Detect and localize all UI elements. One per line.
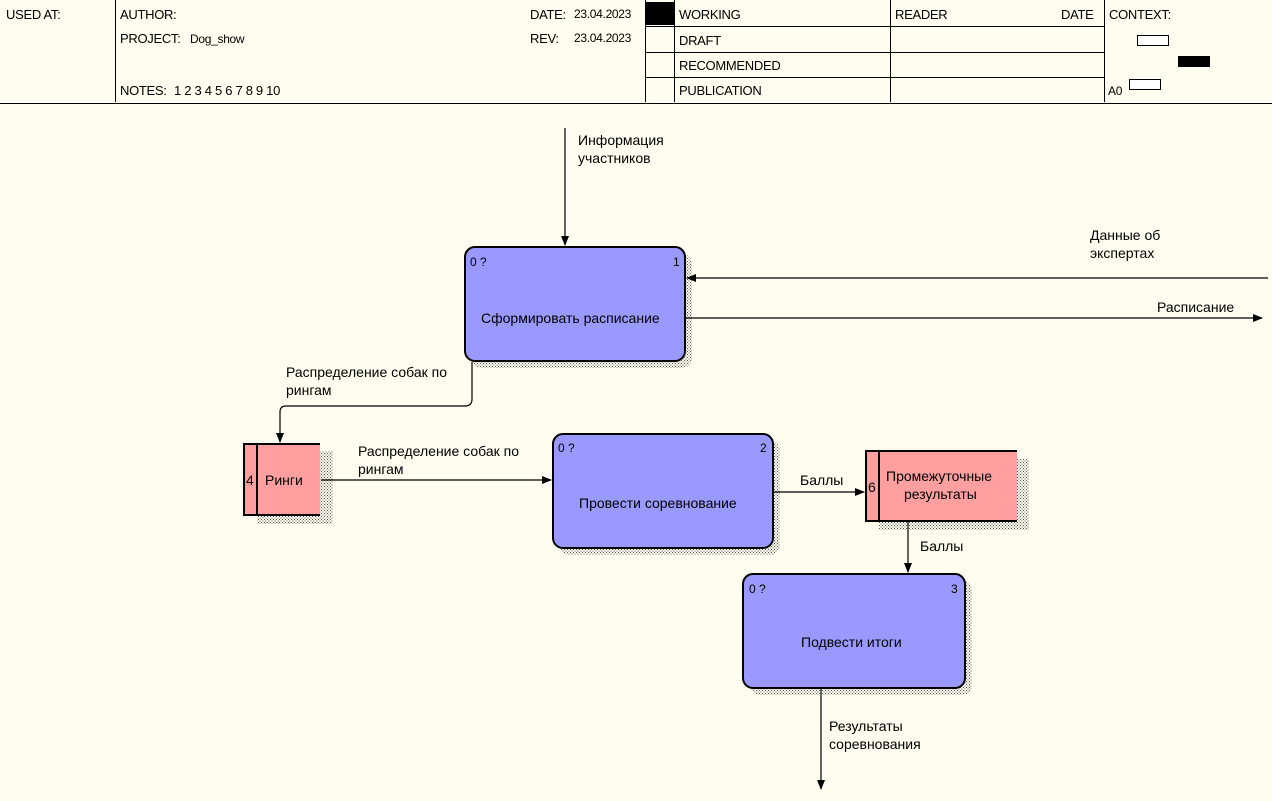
status-cell: WORKING DRAFT RECOMMENDED PUBLICATION [675, 0, 891, 102]
status-publication: PUBLICATION [679, 83, 762, 98]
notes-label: NOTES: [120, 83, 167, 98]
context-current-node [1178, 56, 1210, 67]
status-marker-cell [646, 0, 675, 102]
store-box [865, 450, 1017, 522]
arrow-label-distribution-1: рингам [286, 382, 332, 398]
arrow-label-distribution-1: Распределение собак по [286, 364, 447, 380]
arrow-label-experts: экспертах [1090, 245, 1154, 261]
activity-corner: 0 ? [749, 582, 766, 596]
arrow-label-scores-2: Баллы [920, 538, 963, 554]
arrow-label-distribution-2: Распределение собак по [358, 443, 519, 459]
activity-number: 2 [760, 441, 767, 455]
activity-box [464, 246, 686, 362]
activity-number: 3 [951, 582, 958, 596]
arrow-label-info: участников [578, 150, 651, 166]
status-divider [646, 52, 1105, 53]
author-cell: AUTHOR: PROJECT: Dog_show NOTES: 1 2 3 4… [116, 0, 646, 102]
status-divider [646, 77, 1105, 78]
store-number: 4 [246, 472, 254, 488]
arrow-label-experts: Данные об [1090, 227, 1160, 243]
working-marker [646, 2, 675, 25]
activity-title: Сформировать расписание [481, 310, 660, 326]
node-label: A0 [1108, 84, 1123, 98]
arrow-distribution-1[interactable] [276, 362, 473, 443]
date-value: 23.04.2023 [574, 7, 632, 21]
activity-1[interactable]: 0 ? 1 Сформировать расписание [464, 246, 692, 368]
activity-3[interactable]: 0 ? 3 Подвести итоги [742, 573, 972, 695]
project-label: PROJECT: [120, 31, 181, 46]
activity-box [742, 573, 966, 689]
activity-title: Подвести итоги [801, 634, 902, 650]
arrow-label-scores-1: Баллы [800, 472, 843, 488]
context-node-box [1137, 35, 1169, 46]
activity-corner: 0 ? [558, 441, 575, 455]
activity-corner: 0 ? [470, 255, 487, 269]
activity-2[interactable]: 0 ? 2 Провести соревнование [552, 433, 780, 555]
status-working: WORKING [679, 7, 741, 22]
activity-number: 1 [673, 255, 680, 269]
context-node-box [1129, 79, 1161, 90]
reader-cell: READER DATE [891, 0, 1105, 102]
arrow-label-results: соревнования [829, 736, 921, 752]
project-value: Dog_show [190, 32, 245, 46]
context-label: CONTEXT: [1109, 7, 1171, 22]
rev-value: 23.04.2023 [574, 31, 632, 45]
used-at-label: USED AT: [6, 7, 61, 22]
arrow-label-schedule: Расписание [1157, 299, 1234, 315]
date-label: DATE: [530, 7, 566, 22]
header-frame: USED AT: AUTHOR: PROJECT: Dog_show NOTES… [0, 0, 1272, 104]
activity-box [552, 433, 774, 549]
arrow-label-info: Информация [578, 132, 664, 148]
arrow-label-results: Результаты [829, 718, 903, 734]
activity-title: Провести соревнование [579, 495, 737, 511]
status-draft: DRAFT [679, 33, 721, 48]
store-4[interactable]: 4 Ринги [243, 443, 333, 524]
status-recommended: RECOMMENDED [679, 58, 781, 73]
store-title: Промежуточные [886, 468, 992, 484]
status-divider [646, 26, 1105, 27]
author-label: AUTHOR: [120, 7, 177, 22]
arrow-label-distribution-2: рингам [358, 461, 404, 477]
context-cell: CONTEXT: A0 [1105, 0, 1272, 102]
store-box [243, 443, 320, 516]
notes-values: 1 2 3 4 5 6 7 8 9 10 [174, 83, 281, 98]
store-title: результаты [904, 486, 977, 502]
store-6[interactable]: 6 Промежуточные результаты [865, 450, 1029, 530]
used-at-cell: USED AT: [0, 0, 116, 102]
store-number: 6 [868, 479, 876, 495]
store-title: Ринги [265, 472, 303, 488]
rev-label: REV: [530, 31, 559, 46]
reader-label: READER [895, 7, 948, 22]
reader-date-label: DATE [1061, 7, 1094, 22]
